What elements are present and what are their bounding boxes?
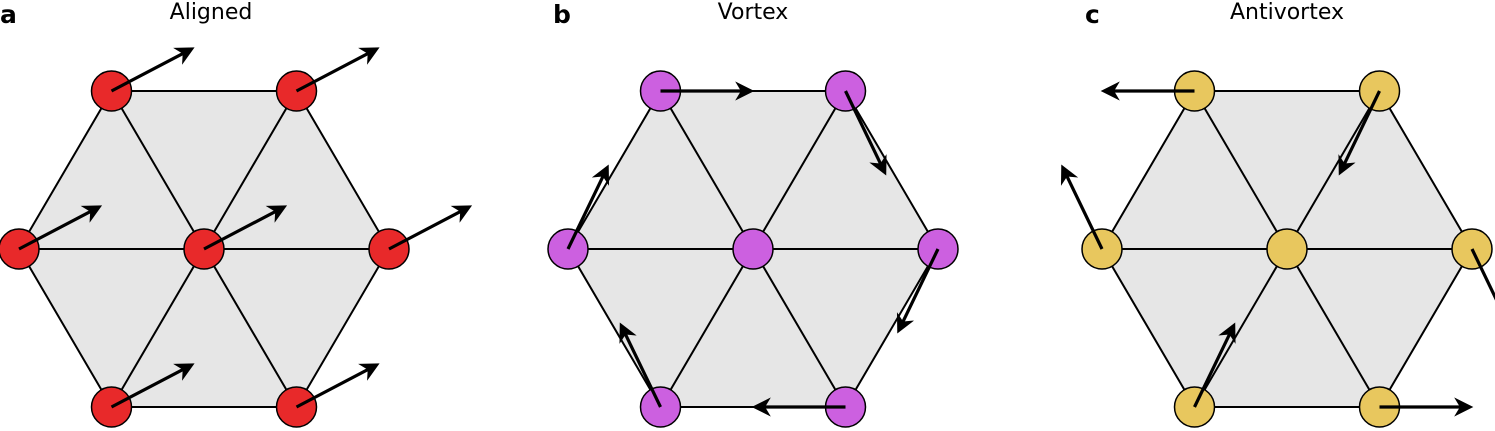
lattice-edge	[1286, 248, 1381, 408]
panel-c-title: Antivortex	[1229, 0, 1345, 25]
spin-arrow-icon-right	[896, 248, 940, 334]
spin-arrow-icon-top-left	[110, 47, 195, 93]
lattice-edge	[752, 248, 847, 408]
spin-arrow-icon-top-right	[295, 47, 380, 93]
lattice-edge	[659, 90, 754, 250]
lattice-edge	[752, 90, 847, 250]
spin-arrow-icon-left	[566, 164, 610, 250]
site-node-center	[1266, 228, 1308, 270]
panel-a-lattice	[0, 47, 473, 428]
spin-arrow-icon-bottom-left	[110, 363, 195, 409]
spin-arrow-icon-right	[1470, 248, 1495, 301]
panel-b-letter: b	[553, 0, 571, 29]
spin-arrow-icon-bottom-left	[619, 322, 662, 408]
spin-arrow-icon-center	[203, 205, 288, 251]
lattice-edge	[203, 248, 298, 408]
panel-b-lattice	[547, 70, 959, 428]
lattice-edge	[1193, 248, 1288, 408]
lattice-edge	[659, 248, 754, 408]
lattice-edge	[110, 90, 205, 250]
spin-arrow-icon-left	[18, 205, 103, 251]
lattice-edge	[203, 90, 298, 250]
spin-arrow-icon-bottom-left	[1193, 322, 1236, 408]
spin-arrow-icon-left	[1060, 164, 1104, 250]
spin-arrow-icon-top-right	[1338, 90, 1381, 176]
panel-c-letter: c	[1085, 0, 1100, 29]
panel-a-letter: a	[0, 0, 17, 29]
panel-a-title: Aligned	[169, 0, 253, 25]
spin-arrow-icon-right	[388, 205, 473, 251]
spin-arrow-icon-bottom-right	[295, 363, 380, 409]
spin-arrow-icon-top-right	[844, 90, 887, 176]
panel-c-lattice	[1060, 70, 1495, 428]
lattice-edge	[1286, 90, 1381, 250]
lattice-edge	[110, 248, 205, 408]
panel-b-title: Vortex	[717, 0, 789, 25]
lattice-edge	[1193, 90, 1288, 250]
site-node-center	[732, 228, 774, 270]
